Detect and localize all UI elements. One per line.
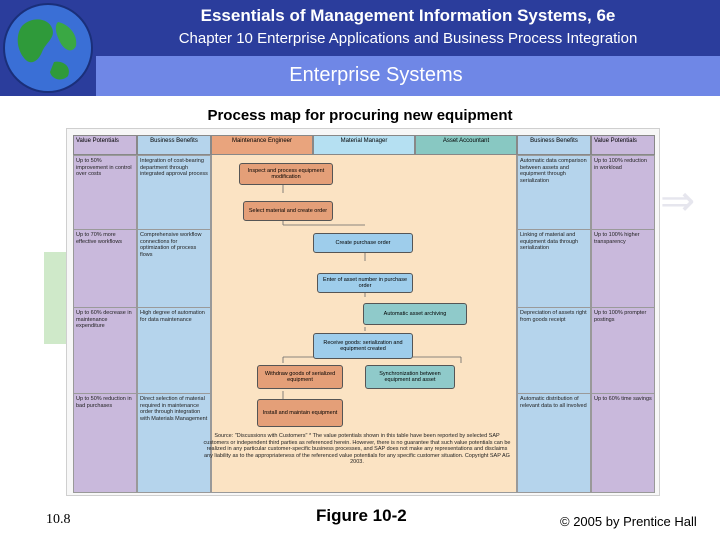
right-value-cell: Up to 60% time savings [592, 393, 654, 491]
copyright-notice: © 2005 by Prentice Hall [560, 514, 697, 529]
process-step: Automatic asset archiving [363, 303, 467, 325]
right-value-cell: Up to 100% prompter postings [592, 307, 654, 393]
process-step: Select material and create order [243, 201, 333, 221]
right-value-cell: Up to 100% reduction in workload [592, 155, 654, 229]
left-benefit-cell: Comprehensive workflow connections for o… [138, 229, 210, 307]
process-step: Receive goods: serialization and equipme… [313, 333, 413, 359]
slide-title: Enterprise Systems [96, 64, 656, 87]
figure-caption: Process map for procuring new equipment [0, 107, 720, 124]
right-benefit-cell: Linking of material and equipment data t… [518, 229, 590, 307]
lane-maintenance-engineer: Maintenance Engineer [211, 135, 313, 155]
process-step: Enter of asset number in purchase order [317, 273, 413, 293]
header-business-benefits-left: Business Benefits [137, 135, 211, 155]
right-benefit-cell: Depreciation of assets right from goods … [518, 307, 590, 393]
flow-connectors [211, 155, 517, 435]
lane-material-manager: Material Manager [313, 135, 415, 155]
left-benefit-cell: High degree of automation for data maint… [138, 307, 210, 393]
left-value-cell: Up to 50% reduction in bad purchases [74, 393, 136, 491]
process-step: Install and maintain equipment [257, 399, 343, 427]
left-value-cell: Up to 50% improvement in control over co… [74, 155, 136, 229]
left-benefit-cell: Integration of cost-bearing department t… [138, 155, 210, 229]
header-value-potentials-right: Value Potentials [591, 135, 655, 155]
left-value-cell: Up to 70% more effective workflows [74, 229, 136, 307]
process-map: Value Potentials Business Benefits Maint… [66, 128, 660, 496]
left-value-cell: Up to 60% decrease in maintenance expend… [74, 307, 136, 393]
source-note: Source: "Discussions with Customers" * T… [203, 433, 511, 493]
figure-label: Figure 10-2 [316, 506, 407, 526]
left-benefit-cell: Direct selection of material required in… [138, 393, 210, 491]
process-step: Inspect and process equipment modificati… [239, 163, 333, 185]
right-benefit-cell: Automatic data comparison between assets… [518, 155, 590, 229]
arrow-watermark-icon: ⇒ [660, 176, 695, 225]
header-business-benefits-right: Business Benefits [517, 135, 591, 155]
process-step: Withdraw goods of serialized equipment [257, 365, 343, 389]
globe-logo [0, 0, 96, 96]
page-number: 10.8 [46, 512, 71, 528]
header-value-potentials-left: Value Potentials [73, 135, 137, 155]
right-value-cell: Up to 100% higher transparency [592, 229, 654, 307]
right-benefit-cell: Automatic distribution of relevant data … [518, 393, 590, 491]
chapter-title: Chapter 10 Enterprise Applications and B… [96, 30, 720, 47]
lane-asset-accountant: Asset Accountant [415, 135, 517, 155]
process-step: Synchronization between equipment and as… [365, 365, 455, 389]
process-step: Create purchase order [313, 233, 413, 253]
book-title: Essentials of Management Information Sys… [96, 6, 720, 26]
